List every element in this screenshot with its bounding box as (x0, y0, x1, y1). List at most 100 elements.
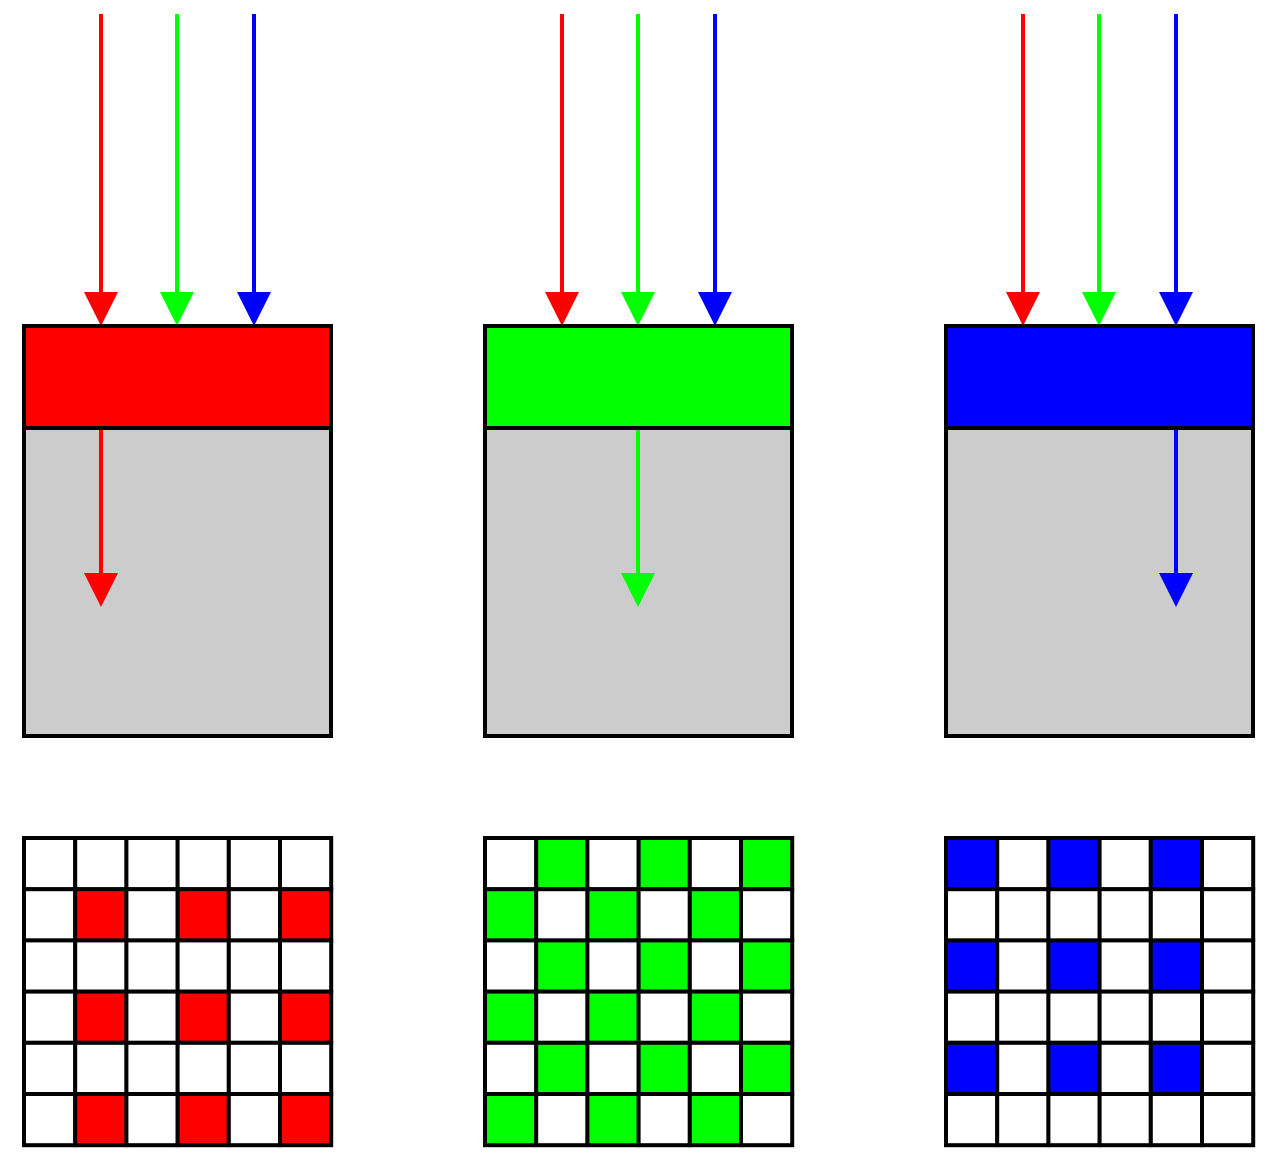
empty-pixel (1097, 989, 1153, 1045)
green-pixel (687, 1092, 743, 1148)
empty-pixel (1046, 989, 1102, 1045)
empty-pixel (124, 938, 180, 994)
green-pixel (483, 887, 539, 943)
empty-pixel (585, 836, 641, 892)
empty-pixel (22, 1092, 78, 1148)
green-pixel (636, 836, 692, 892)
empty-pixel (22, 938, 78, 994)
blue-pixel (1046, 938, 1102, 994)
arrow-head (84, 573, 118, 607)
empty-pixel (1148, 1092, 1205, 1148)
empty-pixel (22, 1040, 78, 1097)
empty-pixel (1097, 1040, 1153, 1097)
empty-pixel (226, 938, 283, 994)
empty-pixel (175, 836, 231, 892)
blue-pixel (944, 1040, 1000, 1097)
empty-pixel (687, 836, 743, 892)
empty-pixel (534, 1092, 590, 1148)
incoming-blue-light-arrow (698, 14, 732, 326)
empty-pixel (22, 887, 78, 943)
empty-pixel (1148, 989, 1205, 1045)
green-pixel (534, 1040, 590, 1097)
arrow-head (84, 292, 118, 326)
incoming-blue-light-arrow (237, 14, 271, 326)
empty-pixel (995, 1040, 1051, 1097)
empty-pixel (1200, 1092, 1256, 1148)
incoming-green-light-arrow (160, 14, 194, 326)
green-pixel (585, 887, 641, 943)
empty-pixel (995, 989, 1051, 1045)
empty-pixel (585, 1040, 641, 1097)
empty-pixel (687, 938, 743, 994)
empty-pixel (534, 989, 590, 1045)
empty-pixel (124, 887, 180, 943)
empty-pixel (278, 938, 334, 994)
red-pixel (278, 887, 334, 943)
incoming-red-light-arrow (545, 14, 579, 326)
red-pixel (73, 887, 129, 943)
panel-blue (944, 14, 1256, 1148)
empty-pixel (1046, 887, 1102, 943)
green-pixel (534, 836, 590, 892)
incoming-blue-light-arrow (1159, 14, 1193, 326)
empty-pixel (534, 887, 590, 943)
empty-pixel (175, 1040, 231, 1097)
empty-pixel (687, 1040, 743, 1097)
empty-pixel (995, 938, 1051, 994)
green-pixel (534, 938, 590, 994)
empty-pixel (585, 938, 641, 994)
blue-mosaic-grid (944, 836, 1256, 1148)
empty-pixel (1200, 989, 1256, 1045)
empty-pixel (73, 1040, 129, 1097)
empty-pixel (278, 1040, 334, 1097)
empty-pixel (278, 836, 334, 892)
green-mosaic-grid (483, 836, 795, 1148)
empty-pixel (995, 1092, 1051, 1148)
empty-pixel (636, 989, 692, 1045)
incoming-green-light-arrow (621, 14, 655, 326)
arrow-head (1006, 292, 1040, 326)
green-filter (483, 324, 794, 430)
blue-pixel (1148, 1040, 1205, 1097)
arrow-head (545, 292, 579, 326)
arrow-head (237, 292, 271, 326)
empty-pixel (124, 836, 180, 892)
green-pixel (687, 887, 743, 943)
empty-pixel (226, 836, 283, 892)
red-mosaic-grid (22, 836, 334, 1148)
blue-pixel (1046, 1040, 1102, 1097)
transmitted-green-light-arrow (621, 430, 655, 607)
empty-pixel (226, 1092, 283, 1148)
empty-pixel (995, 836, 1051, 892)
empty-pixel (175, 938, 231, 994)
incoming-red-light-arrow (1006, 14, 1040, 326)
empty-pixel (739, 989, 795, 1045)
empty-pixel (1200, 938, 1256, 994)
panel-red (22, 14, 334, 1148)
empty-pixel (1097, 1092, 1153, 1148)
empty-pixel (1097, 836, 1153, 892)
empty-pixel (483, 1040, 539, 1097)
empty-pixel (944, 887, 1000, 943)
incoming-red-light-arrow (84, 14, 118, 326)
empty-pixel (22, 836, 78, 892)
incoming-green-light-arrow (1082, 14, 1116, 326)
green-pixel (636, 1040, 692, 1097)
green-pixel (585, 989, 641, 1045)
empty-pixel (636, 1092, 692, 1148)
arrow-head (1082, 292, 1116, 326)
empty-pixel (944, 1092, 1000, 1148)
transmitted-red-light-arrow (84, 430, 118, 607)
arrow-head (1159, 292, 1193, 326)
empty-pixel (73, 938, 129, 994)
blue-pixel (1148, 938, 1205, 994)
arrow-head (1159, 573, 1193, 607)
green-pixel (483, 989, 539, 1045)
empty-pixel (124, 1092, 180, 1148)
red-pixel (175, 1092, 231, 1148)
blue-filter (944, 324, 1255, 430)
empty-pixel (124, 1040, 180, 1097)
empty-pixel (1046, 1092, 1102, 1148)
empty-pixel (483, 938, 539, 994)
